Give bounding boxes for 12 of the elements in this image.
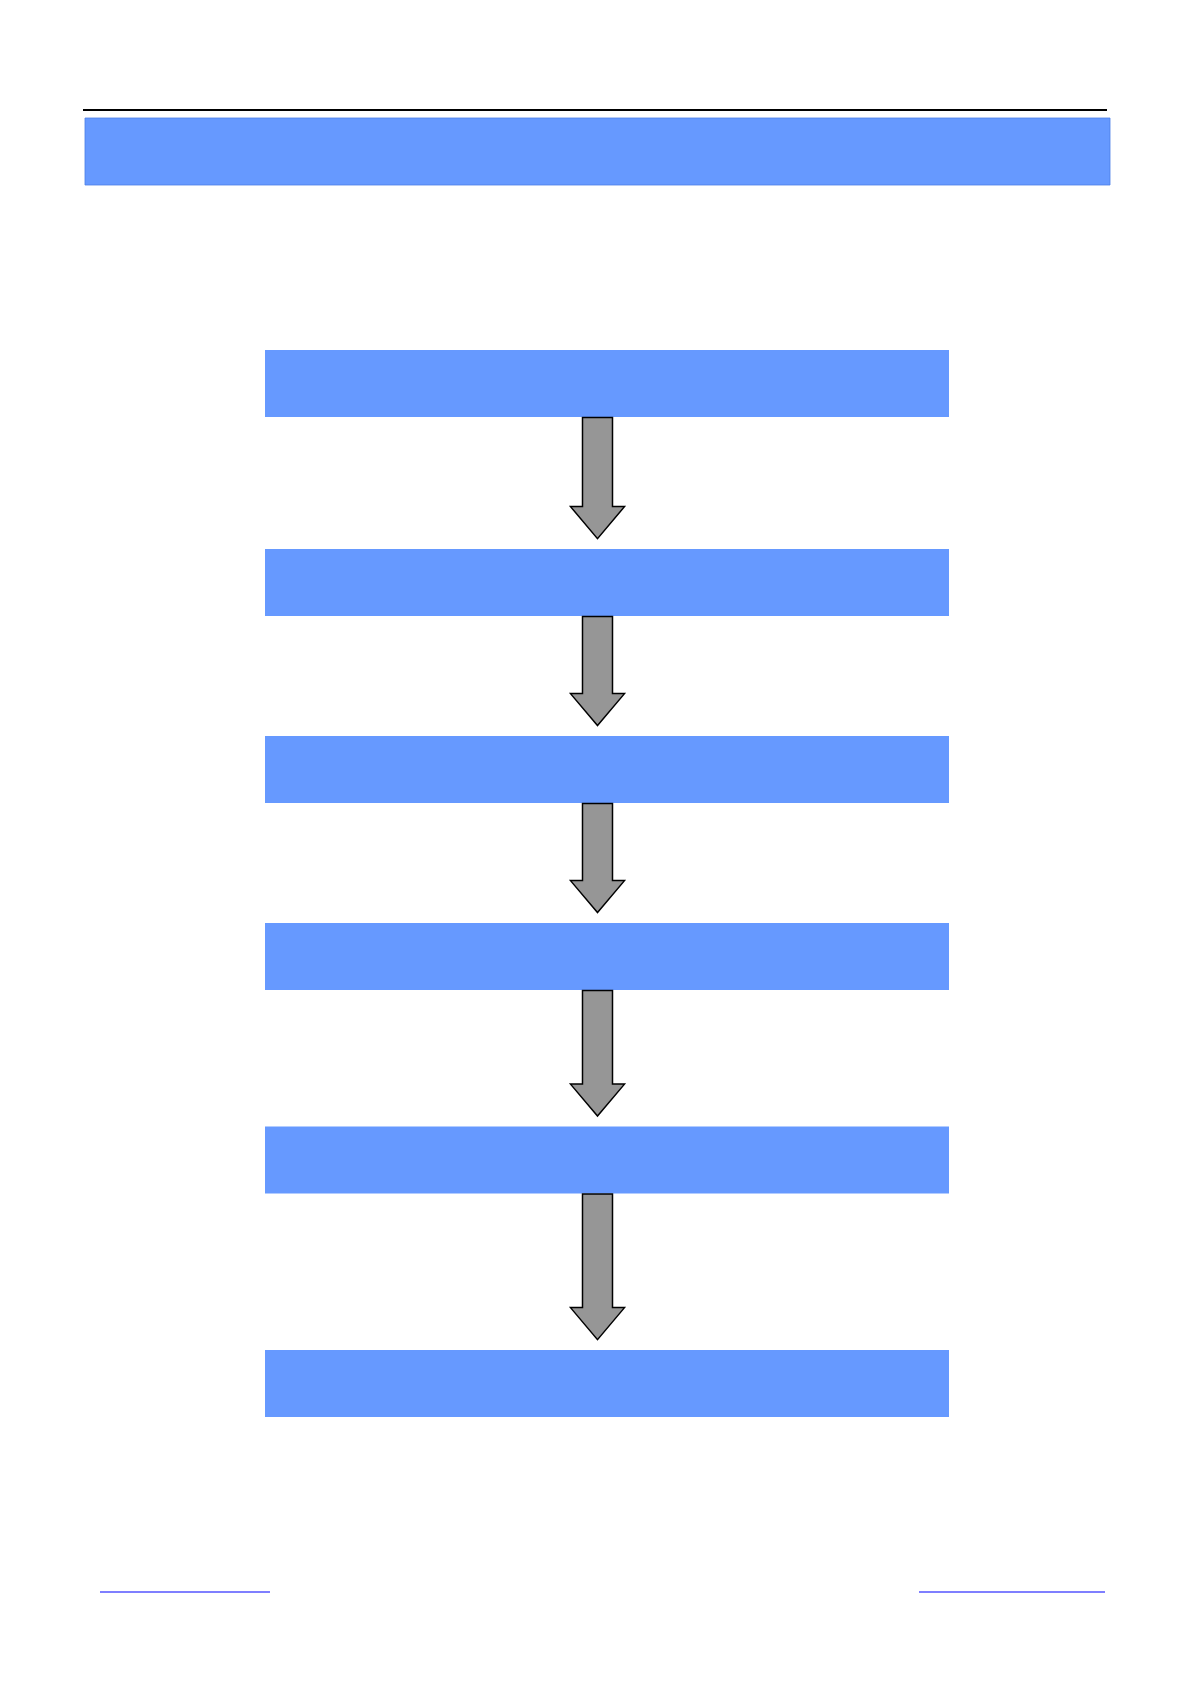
process-box (265, 736, 949, 803)
process-box (265, 549, 949, 616)
block-arrow (568, 802, 627, 914)
process-box (265, 1350, 949, 1417)
block-arrow (568, 1193, 627, 1341)
process-box (265, 923, 949, 990)
process-box (265, 350, 949, 417)
block-arrow (568, 416, 627, 540)
header-band (84, 117, 1111, 186)
process-box (265, 1126, 949, 1194)
block-arrow (568, 989, 627, 1118)
block-arrow (568, 615, 627, 727)
